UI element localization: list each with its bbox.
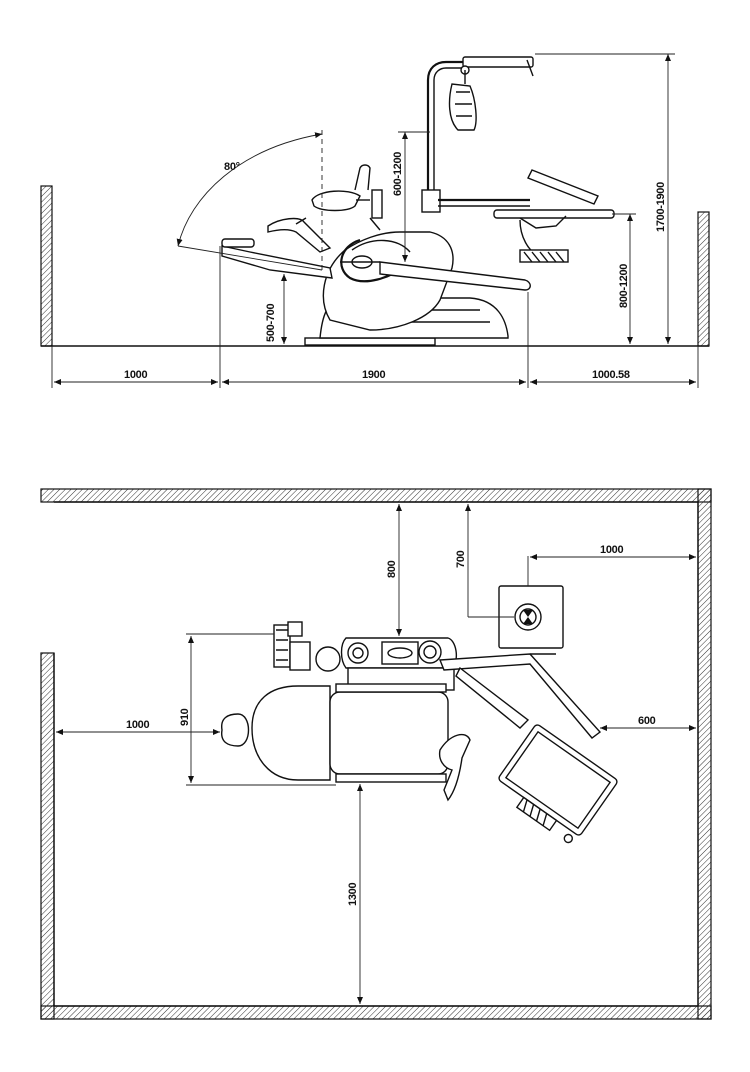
chair-seat-top — [329, 683, 449, 783]
lamp-arm-height-label: 600-1200 — [392, 152, 404, 196]
seat-height-label: 500-700 — [265, 304, 277, 342]
recline-angle-label: 80° — [224, 161, 240, 173]
top-right-wall — [697, 488, 712, 1020]
instrument-tray-top — [498, 724, 618, 844]
bottom-clearance-label: 1300 — [347, 883, 359, 906]
side-left-wall — [40, 185, 53, 347]
side-right-wall — [697, 211, 710, 347]
tray-height-label: 800-1200 — [618, 264, 630, 308]
side-view: 80° 500-700 600-1200 800-1200 1700-1900 … — [40, 53, 710, 388]
top-bottom-wall — [40, 1005, 712, 1020]
top-clearance-label: 800 — [386, 560, 398, 578]
spittoon — [311, 164, 383, 231]
delivery-arm-top — [438, 653, 602, 739]
chair-headrest — [221, 713, 250, 747]
cabinet-offset-label: 700 — [455, 550, 467, 568]
delivery-unit — [438, 169, 615, 263]
top-view: 800 700 1000 910 1000 600 1300 — [40, 488, 712, 1020]
recline-angle-arc — [176, 132, 323, 247]
wall-cabinet — [498, 585, 564, 649]
top-right-clearance-label: 600 — [638, 715, 656, 727]
operating-lamp — [448, 70, 477, 131]
side-right-clearance-label: 1000.58 — [592, 369, 630, 381]
chair-backrest — [340, 261, 531, 291]
top-left-wall — [40, 652, 55, 1020]
chair-length-label: 1900 — [362, 369, 385, 381]
chair-backrest-top — [251, 685, 331, 781]
top-left-clearance-label: 1000 — [126, 719, 149, 731]
side-left-clearance-label: 1000 — [124, 369, 147, 381]
lamp-post — [421, 56, 534, 213]
cabinet-right-label: 1000 — [600, 544, 623, 556]
cuspidor-unit — [340, 637, 458, 691]
assistant-instruments — [273, 621, 341, 672]
chair-foot-arm — [438, 733, 471, 802]
width-label: 910 — [179, 708, 191, 726]
chair-armrest — [267, 217, 332, 253]
top-top-wall — [40, 488, 712, 503]
total-height-label: 1700-1900 — [655, 182, 667, 232]
